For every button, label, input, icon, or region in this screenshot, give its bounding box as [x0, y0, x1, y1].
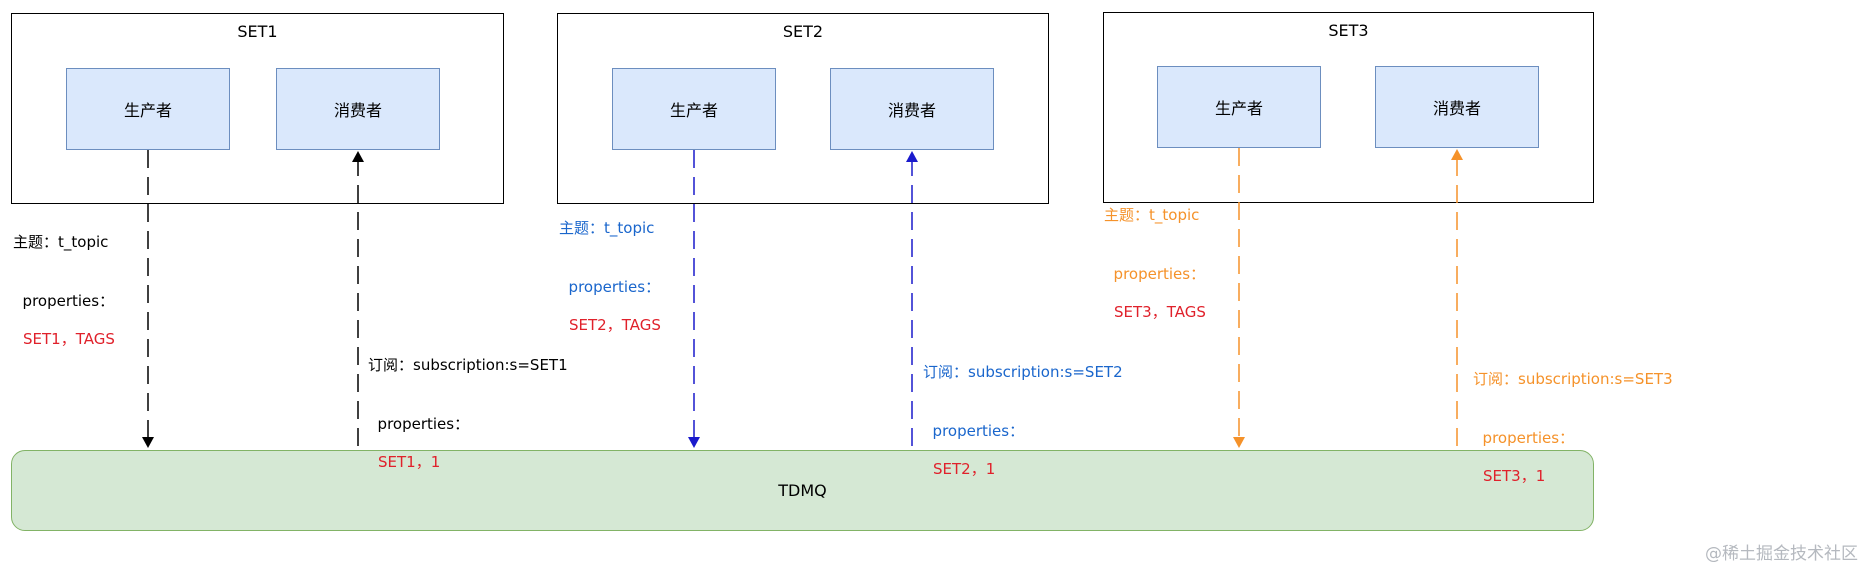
set1-subscribe-properties-value: SET1，1 — [378, 453, 441, 471]
set1-subscribe-arrowhead — [352, 151, 364, 162]
set2-box: SET2 生产者 消费者 — [557, 13, 1049, 204]
set3-subscribe-properties-value: SET3，1 — [1483, 467, 1546, 485]
set3-publish-properties: properties： SET3，TAGS — [1104, 246, 1206, 341]
set2-subscribe-properties: properties： SET2，1 — [923, 403, 1025, 498]
set2-publish-arrowhead — [688, 437, 700, 448]
set2-consumer-node: 消费者 — [830, 68, 994, 150]
set1-publish-properties-label: properties： — [22, 292, 115, 310]
set2-title: SET2 — [782, 22, 824, 41]
set3-publish-arrowhead — [1233, 437, 1245, 448]
set1-subscribe-properties-label: properties： — [377, 415, 470, 433]
set2-publish-properties: properties： SET2，TAGS — [559, 259, 661, 354]
set1-subscribe-properties: properties： SET1，1 — [368, 396, 470, 491]
set3-box: SET3 生产者 消费者 — [1103, 12, 1594, 203]
set3-subscription-label: 订阅：subscription:s=SET3 — [1473, 370, 1673, 388]
tdmq-broker: TDMQ — [11, 450, 1594, 531]
set3-subscribe-properties-label: properties： — [1482, 429, 1575, 447]
set1-publish-properties: properties： SET1，TAGS — [13, 273, 115, 368]
set3-topic-label: 主题：t_topic — [1104, 206, 1200, 224]
set1-consumer-node: 消费者 — [276, 68, 440, 150]
set3-subscribe-properties: properties： SET3，1 — [1473, 410, 1575, 505]
set3-publish-properties-label: properties： — [1113, 265, 1206, 283]
set1-publish-properties-value: SET1，TAGS — [23, 330, 115, 348]
set2-subscribe-arrowhead — [906, 151, 918, 162]
set3-consumer-node: 消费者 — [1375, 66, 1539, 148]
watermark: @稀土掘金技术社区 — [1705, 544, 1858, 564]
set2-topic-label: 主题：t_topic — [559, 219, 655, 237]
set1-publish-arrowhead — [142, 437, 154, 448]
set2-subscription-label: 订阅：subscription:s=SET2 — [923, 363, 1123, 381]
set1-subscription-label: 订阅：subscription:s=SET1 — [368, 356, 568, 374]
set3-title: SET3 — [1328, 21, 1369, 40]
set1-topic-label: 主题：t_topic — [13, 233, 109, 251]
set2-producer-node: 生产者 — [612, 68, 776, 150]
set2-publish-properties-value: SET2，TAGS — [569, 316, 661, 334]
set3-producer-node: 生产者 — [1157, 66, 1321, 148]
set3-publish-properties-value: SET3，TAGS — [1114, 303, 1206, 321]
set1-producer-node: 生产者 — [66, 68, 230, 150]
set2-subscribe-properties-label: properties： — [932, 422, 1025, 440]
set1-box: SET1 生产者 消费者 — [11, 13, 504, 204]
set2-publish-properties-label: properties： — [568, 278, 661, 296]
set1-title: SET1 — [237, 22, 278, 41]
set2-subscribe-properties-value: SET2，1 — [933, 460, 996, 478]
set3-subscribe-arrowhead — [1451, 149, 1463, 160]
